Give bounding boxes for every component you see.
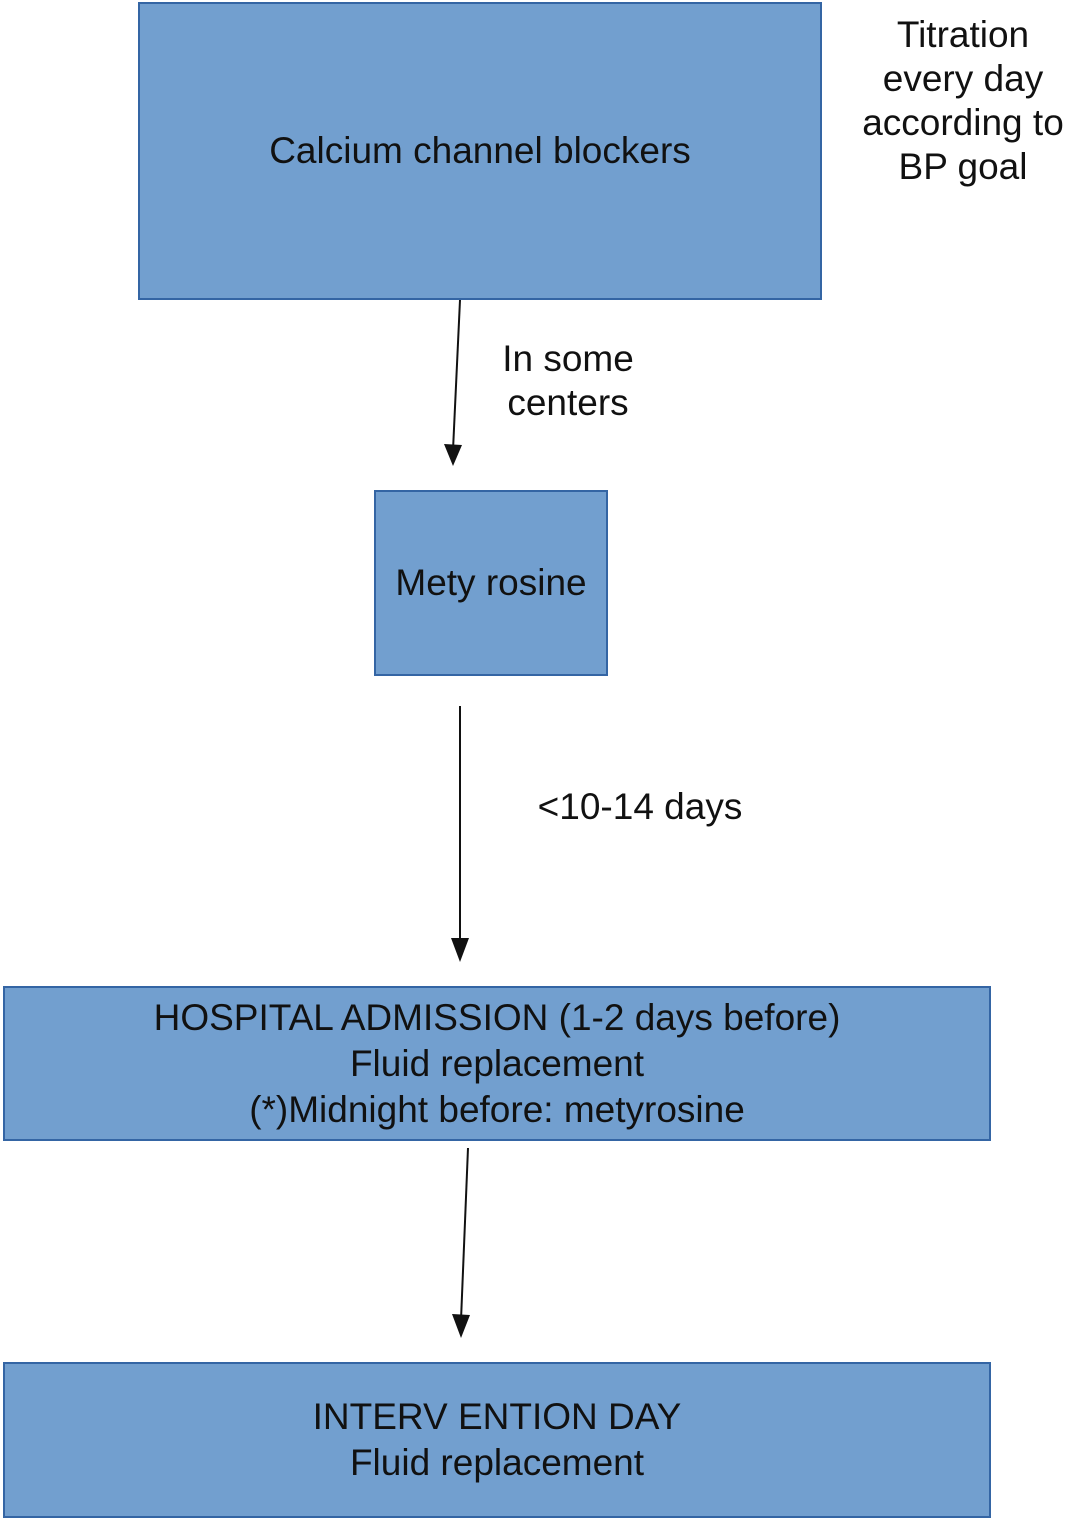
arrow-metyrosine-to-admission — [451, 706, 469, 962]
node-intervention-day: INTERV ENTION DAY Fluid replacement — [3, 1362, 991, 1518]
some-centers-line-1: In some — [502, 338, 634, 379]
node-calcium-channel-blockers: Calcium channel blockers — [138, 2, 822, 300]
node-metyrosine: Mety rosine — [374, 490, 608, 676]
annotation-duration: <10-14 days — [520, 785, 760, 829]
intervention-line-2: Fluid replacement — [349, 1442, 645, 1483]
node-metyrosine-label: Mety rosine — [395, 562, 587, 603]
titration-line-3: according to — [862, 102, 1064, 143]
arrow-ccb-to-metyrosine — [444, 299, 462, 466]
duration-label: <10-14 days — [537, 786, 743, 827]
annotation-titration: Titration every day according to BP goal — [852, 13, 1074, 189]
titration-line-4: BP goal — [898, 146, 1028, 187]
admission-line-1: HOSPITAL ADMISSION (1-2 days before) — [153, 996, 841, 1038]
annotation-some-centers: In some centers — [478, 337, 658, 425]
arrow-admission-to-intervention — [452, 1147, 470, 1338]
some-centers-line-2: centers — [507, 382, 629, 423]
titration-line-2: every day — [882, 58, 1044, 99]
admission-line-3: (*)Midnight before: metyrosine — [249, 1088, 745, 1130]
node-ccb-label: Calcium channel blockers — [269, 130, 691, 171]
titration-line-1: Titration — [896, 14, 1030, 55]
admission-line-2: Fluid replacement — [349, 1042, 645, 1084]
intervention-line-1: INTERV ENTION DAY — [312, 1396, 682, 1437]
node-hospital-admission: HOSPITAL ADMISSION (1-2 days before) Flu… — [3, 986, 991, 1141]
